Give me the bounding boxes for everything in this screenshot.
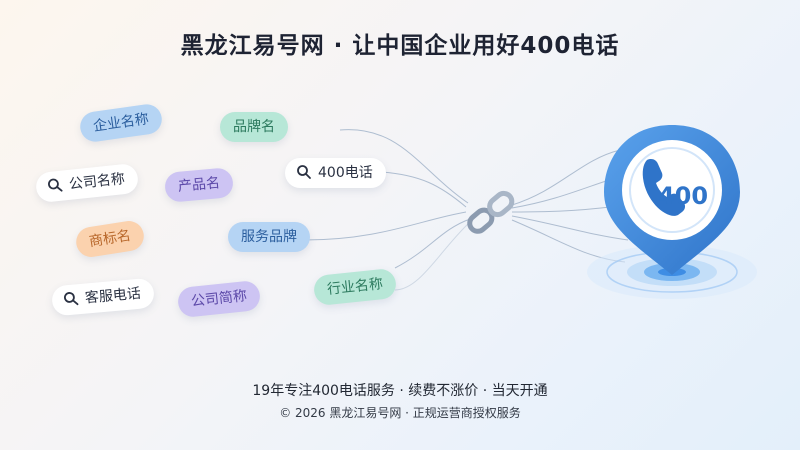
search-chip-label: 公司名称 <box>68 171 126 193</box>
tag-label: 公司简称 <box>190 288 248 310</box>
search-chip-customer-service[interactable]: 客服电话 <box>50 277 156 317</box>
tag-service-brand: 服务品牌 <box>228 222 310 252</box>
page-title: 黑龙江易号网 · 让中国企业用好400电话 <box>180 33 620 59</box>
footer-copyright: © 2026 黑龙江易号网 · 正规运营商授权服务 <box>279 406 521 420</box>
search-chip-400-phone[interactable]: 400电话 <box>285 158 386 188</box>
tag-label: 企业名称 <box>92 111 150 135</box>
search-chip-label: 400电话 <box>318 165 373 181</box>
phone-handset-icon <box>642 159 686 216</box>
tag-label: 服务品牌 <box>241 229 297 245</box>
search-chip-company-name[interactable]: 公司名称 <box>34 162 140 204</box>
tag-brand-name: 品牌名 <box>220 112 288 142</box>
footer-tagline: 19年专注400电话服务 · 续费不涨价 · 当天开通 <box>252 383 548 399</box>
tag-label: 行业名称 <box>326 276 384 298</box>
tag-label: 品牌名 <box>233 119 275 135</box>
search-icon <box>63 291 79 305</box>
search-chip-label: 客服电话 <box>84 285 142 307</box>
search-icon <box>47 178 63 192</box>
search-icon <box>297 164 311 179</box>
pin-number: 400 <box>658 182 708 210</box>
tag-label: 产品名 <box>177 175 221 195</box>
tag-label: 商标名 <box>88 227 132 251</box>
